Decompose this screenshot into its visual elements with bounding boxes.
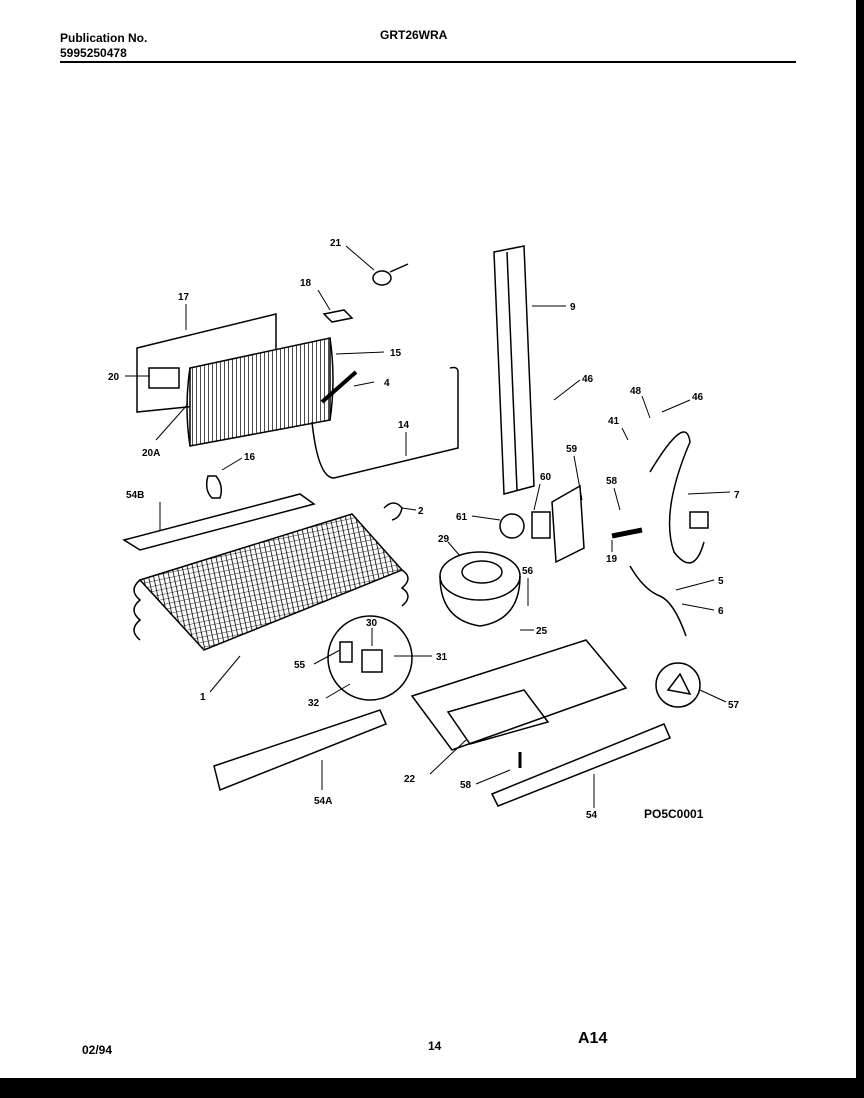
publication-label: Publication No.: [60, 31, 148, 45]
callout-14: 14: [398, 420, 410, 431]
scan-edge-bottom: [0, 1078, 864, 1098]
base-pan-part: [410, 639, 628, 751]
tubing-part: [311, 366, 459, 479]
callout-16: 16: [244, 452, 256, 463]
motor-bracket-part: [551, 484, 585, 564]
fan-motor-part: [531, 511, 551, 539]
condenser-coil-part: [189, 337, 331, 447]
compressor-part: [439, 551, 521, 601]
condenser-grid-part: [138, 513, 404, 651]
callout-5: 5: [718, 576, 724, 587]
callout-20: 20: [108, 372, 120, 383]
callout-60: 60: [540, 472, 552, 483]
callout-7: 7: [734, 490, 740, 501]
grommet-inset-circle: [655, 662, 701, 708]
header-rule: [60, 61, 796, 63]
callout-46b: 46: [692, 392, 704, 403]
callout-55: 55: [294, 660, 306, 671]
callout-58: 58: [606, 476, 618, 487]
callout-2: 2: [418, 506, 424, 517]
callout-19: 19: [606, 554, 618, 565]
rail-54-part: [490, 723, 671, 807]
wire-clip-part: [372, 270, 392, 286]
callout-20a: 20A: [142, 448, 160, 459]
publication-number: 5995250478: [60, 46, 127, 60]
callout-56: 56: [522, 566, 534, 577]
callout-25: 25: [536, 626, 548, 637]
callout-29: 29: [438, 534, 450, 545]
callout-18: 18: [300, 278, 312, 289]
filter-drier-part: [320, 370, 358, 404]
cabinet-channel-part: [493, 245, 535, 495]
figure-code: PO5C0001: [644, 807, 704, 821]
callout-54b: 54B: [126, 490, 144, 501]
callout-54a: 54A: [314, 796, 332, 807]
callout-9: 9: [570, 302, 576, 313]
spring-clip-part: [383, 502, 403, 521]
callout-41: 41: [608, 416, 620, 427]
callout-31: 31: [436, 652, 448, 663]
footer-date: 02/94: [82, 1043, 113, 1057]
callout-54: 54: [586, 810, 598, 821]
callout-58b: 58: [460, 780, 472, 791]
fan-blade-part: [499, 513, 525, 539]
power-cord-part: [649, 431, 705, 564]
callout-32: 32: [308, 698, 320, 709]
callout-48: 48: [630, 386, 642, 397]
clip-part: [205, 475, 223, 499]
callout-21: 21: [330, 238, 342, 249]
callout-6: 6: [718, 606, 724, 617]
callout-57: 57: [728, 700, 740, 711]
tube-part: [611, 527, 643, 539]
callout-59: 59: [566, 444, 578, 455]
clamp-part: [322, 309, 354, 323]
wire-harness-part: [629, 565, 687, 637]
scan-edge-right: [856, 0, 864, 1098]
callout-17: 17: [178, 292, 190, 303]
callout-46a: 46: [582, 374, 594, 385]
relay-inset-circle: [327, 615, 413, 701]
model-number: GRT26WRA: [380, 28, 448, 42]
callout-61: 61: [456, 512, 468, 523]
callout-30: 30: [366, 618, 378, 629]
bracket-54b-part: [122, 493, 316, 551]
footer-page-number: 14: [428, 1039, 442, 1053]
callout-4: 4: [384, 378, 390, 389]
callout-15: 15: [390, 348, 402, 359]
rail-54a-part: [213, 709, 387, 792]
callout-1: 1: [200, 692, 206, 703]
callout-22: 22: [404, 774, 416, 785]
fan-motor-bracket-part: [148, 367, 180, 389]
footer-code: A14: [578, 1030, 608, 1047]
